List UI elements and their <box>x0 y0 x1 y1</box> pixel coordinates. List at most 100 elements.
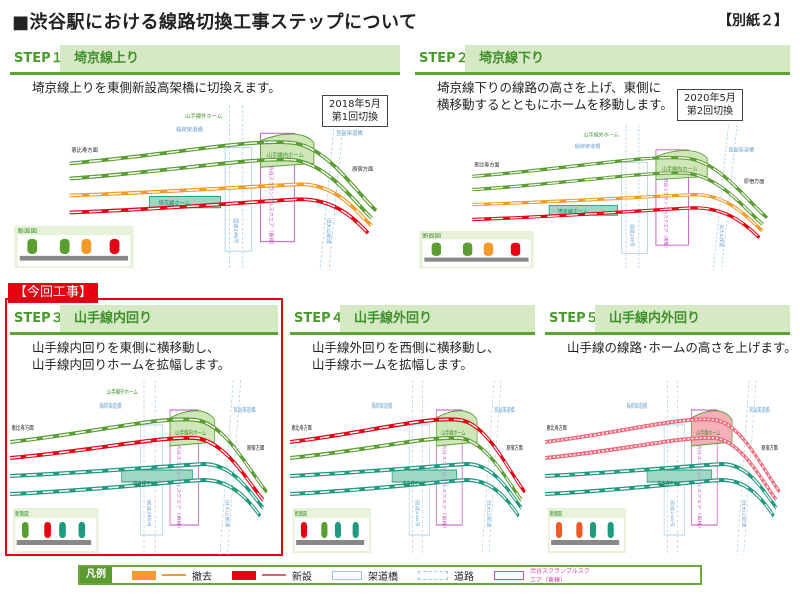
step-number: STEP５ <box>549 311 599 326</box>
train-car <box>21 522 29 538</box>
diagram-label: 宮益架道橋 <box>494 405 514 414</box>
cross-section: 断面図 <box>419 231 534 269</box>
legend-removed: 撤去 <box>132 568 212 583</box>
diagram-label: 恵比寿方面 <box>474 162 500 169</box>
legend-scramble-label: 渋谷スクランブルスクエア（東棟） <box>530 568 590 584</box>
diagram-vertical-label: 旧大山街道 <box>325 218 332 244</box>
train-car <box>510 242 521 256</box>
current-work-highlight <box>5 298 283 556</box>
cross-section-label: 断面図 <box>18 228 37 235</box>
description-line: 埼京線下りの線路の高さを上げ、東側に <box>437 80 662 95</box>
step-description: 埼京線下りの線路の高さを上げ、東側に横移動するとともにホームを移動します。 <box>437 79 790 113</box>
step-title: 埼京線上り <box>60 45 400 72</box>
description-line: 埼京線上りを東側新設高架橋に切換えます。 <box>32 80 281 95</box>
track-line <box>290 435 523 502</box>
step-description: 埼京線上りを東側新設高架橋に切換えます。 <box>32 79 400 96</box>
inari-bridge <box>621 161 648 254</box>
diagram-label: 稲荷架道橋 <box>99 401 122 410</box>
legend-road: 道路 <box>418 568 474 583</box>
diagram-label: 恵比寿方面 <box>11 423 33 432</box>
diagram-vertical-label: 渋谷スクランブルスクエア（東棟） <box>442 444 448 532</box>
legend-title: 凡例 <box>80 567 112 583</box>
diagram-vertical-label: 国道246号 <box>232 218 239 243</box>
diagram-vertical-label: 国道246号 <box>146 500 152 527</box>
train-car <box>334 522 342 538</box>
train-car <box>27 238 38 254</box>
cross-section: 断面図 <box>14 225 134 269</box>
page-title: ■渋谷駅における線路切換工事ステップについて <box>12 12 418 33</box>
diagram-label: 山手線内ホーム <box>175 428 206 437</box>
diagram-label: 原宿方面 <box>352 165 374 173</box>
diagram-label: 原宿方面 <box>506 443 522 452</box>
diagram-vertical-label: 国道246号 <box>414 500 420 527</box>
diagram-vertical-label: 旧大山街道 <box>224 500 230 528</box>
train-car <box>78 522 86 538</box>
legend-new-label: 新設 <box>292 571 312 583</box>
description-line: 山手線ホームを拡幅します。 <box>312 357 473 372</box>
diagram-label: 山手線内ホーム <box>267 151 305 159</box>
diagram-label: 山手線外ホーム <box>185 112 223 120</box>
switch-label: 第2回切換 <box>686 106 734 117</box>
train-car <box>576 522 583 538</box>
diagram-vertical-label: 旧大山街道 <box>486 500 492 528</box>
diagram-label: 宮益架道橋 <box>729 147 755 154</box>
diagram-label: 稲荷架道橋 <box>575 143 601 150</box>
diagram-label: 恵比寿方面 <box>291 423 311 432</box>
diagram-label: 稲荷架道橋 <box>176 125 203 133</box>
diagram-label: 埼京線ホーム <box>657 479 681 488</box>
cross-section: 断面図 <box>547 508 626 553</box>
track-line <box>472 171 764 226</box>
step-number: STEP３ <box>14 311 64 326</box>
step-title: 山手線外回り <box>340 305 535 332</box>
diagram-vertical-label: 国道246号 <box>669 500 675 527</box>
track-diagram: 恵比寿方面原宿方面稲荷架道橋宮益架道橋山手線内ホーム埼京線ホーム山手線外ホーム国… <box>10 380 268 555</box>
train-car <box>483 242 494 256</box>
cross-section-label: 断面図 <box>550 509 562 518</box>
bridge-swatch <box>332 570 362 580</box>
current-work-label: 【今回工事】 <box>8 283 99 303</box>
road-swatch <box>418 570 448 580</box>
cross-section: 断面図 <box>12 508 99 553</box>
diagram-label: 埼京線ホーム <box>402 479 426 488</box>
train-car <box>555 522 563 538</box>
step-number: STEP２ <box>419 51 469 66</box>
step-description: 山手線内回りを東側に横移動し、山手線内回りホームを拡幅します。 <box>32 339 278 373</box>
diagram-vertical-label: 渋谷スクランブルスクエア（東棟） <box>662 178 669 250</box>
switch-label: 第1回切換 <box>331 112 379 123</box>
cross-section-label: 断面図 <box>295 509 307 518</box>
diagram-label: 恵比寿方面 <box>546 423 566 432</box>
diagram-label: 稲荷架道橋 <box>627 401 647 410</box>
diagram-label: 埼京線ホーム <box>133 479 160 488</box>
legend: 凡例 撤去 新設 架道橋 道路 渋谷スクランブルスクエア（東棟） <box>78 565 702 585</box>
diagram-label: 恵比寿方面 <box>71 146 98 154</box>
diagram-vertical-label: 渋谷スクランブルスクエア（東棟） <box>176 444 182 531</box>
diagram-label: 山手線ホーム <box>441 428 465 437</box>
diagram-label: 埼京線ホーム <box>558 208 589 215</box>
train-car <box>59 522 66 538</box>
diagram-label: 埼京線ホーム <box>158 199 190 207</box>
diagram-vertical-label: 渋谷スクランブルスクエア（東棟） <box>697 444 703 532</box>
description-line: 山手線内回りを東側に横移動し、 <box>32 340 220 355</box>
step-description: 山手線外回りを西側に横移動し、山手線ホームを拡幅します。 <box>312 339 535 373</box>
step-number: STEP１ <box>14 51 64 66</box>
switch-date-box: 2020年5月第2回切換 <box>677 89 743 121</box>
track-line <box>69 140 378 213</box>
train-car <box>109 238 120 254</box>
scramble-swatch <box>494 570 524 580</box>
diagram-label: 山手線ホーム <box>696 428 720 437</box>
track-line <box>10 435 265 502</box>
train-car <box>462 242 473 256</box>
switch-date: 2018年5月 <box>329 99 381 110</box>
diagram-vertical-label: 旧大山街道 <box>741 500 747 528</box>
train-car <box>300 522 308 538</box>
train-car <box>431 242 442 256</box>
track-diagram: 恵比寿方面原宿方面稲荷架道橋宮益架道橋山手線ホーム埼京線ホーム国道246号旧大山… <box>290 380 526 555</box>
diagram-label: 山手線外ホーム <box>107 387 138 396</box>
legend-road-label: 道路 <box>454 571 474 583</box>
diagram-vertical-label: 旧大山街道 <box>718 224 725 247</box>
